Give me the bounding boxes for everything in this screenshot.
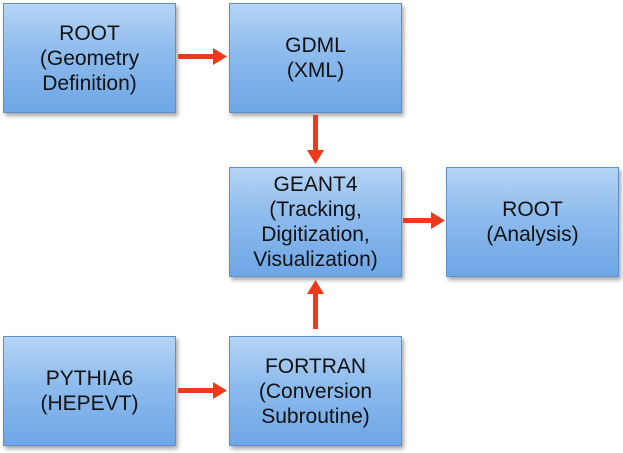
node-geant4-line-4: Visualization) bbox=[253, 248, 378, 271]
node-pythia6-line-1: PYTHIA6 bbox=[45, 367, 134, 390]
node-pythia6: PYTHIA6 (HEPEVT) bbox=[3, 336, 176, 446]
node-fortran-line-3: Subroutine) bbox=[261, 404, 370, 428]
node-root-geometry-line-3: Definition) bbox=[42, 71, 137, 95]
node-gdml-line-1: GDML bbox=[285, 34, 346, 57]
arrow-fortran-to-geant4 bbox=[307, 280, 324, 329]
node-fortran-line-2: (Conversion bbox=[258, 379, 373, 403]
arrow-root-geometry-to-gdml bbox=[178, 48, 227, 65]
arrow-pythia6-to-fortran bbox=[178, 382, 227, 399]
arrow-geant4-to-root-analysis bbox=[403, 212, 445, 229]
node-gdml-line-2: (XML) bbox=[286, 59, 345, 82]
node-fortran: FORTRAN (Conversion Subroutine) bbox=[229, 336, 402, 446]
node-fortran-line-1: FORTRAN bbox=[264, 354, 367, 378]
node-root-geometry: ROOT (Geometry Definition) bbox=[3, 3, 176, 113]
arrow-gdml-to-geant4 bbox=[307, 115, 324, 164]
node-geant4-line-1: GEANT4 bbox=[273, 173, 358, 196]
node-pythia6-line-2: (HEPEVT) bbox=[40, 392, 139, 415]
node-root-geometry-line-1: ROOT bbox=[59, 21, 120, 45]
node-gdml: GDML (XML) bbox=[229, 3, 402, 113]
node-root-analysis-line-1: ROOT bbox=[502, 198, 563, 221]
node-geant4: GEANT4 (Tracking, Digitization, Visualiz… bbox=[229, 167, 402, 277]
node-geant4-line-3: Digitization, bbox=[261, 223, 370, 246]
node-root-analysis: ROOT (Analysis) bbox=[446, 167, 619, 277]
node-root-analysis-line-2: (Analysis) bbox=[486, 223, 579, 246]
node-root-geometry-line-2: (Geometry bbox=[39, 46, 140, 70]
node-geant4-line-2: (Tracking, bbox=[269, 198, 362, 221]
